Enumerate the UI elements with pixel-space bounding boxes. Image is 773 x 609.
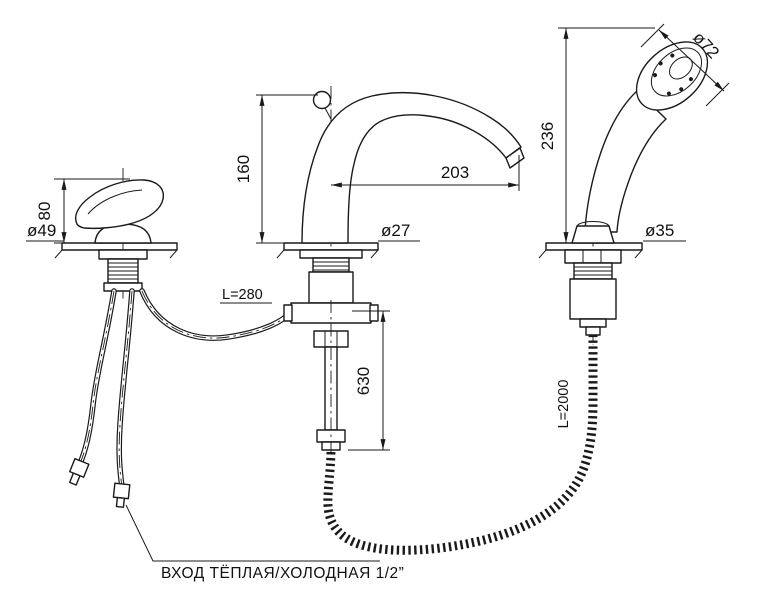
spout-body bbox=[301, 91, 522, 244]
left-mixer bbox=[74, 168, 165, 300]
spout-knob bbox=[312, 90, 332, 110]
hose280-centerline bbox=[141, 290, 292, 339]
dim-label-160: 160 bbox=[234, 155, 253, 183]
hex-facets bbox=[582, 250, 602, 263]
dia-label-35: ø35 bbox=[645, 221, 674, 240]
spout-flange bbox=[299, 249, 363, 259]
corrugated-hose bbox=[323, 330, 598, 555]
deck-plate-right bbox=[545, 242, 643, 251]
spout bbox=[283, 86, 525, 462]
dim-label-203: 203 bbox=[441, 163, 469, 182]
spout-shank-threads bbox=[313, 261, 349, 271]
deck-plate-left bbox=[61, 242, 178, 251]
dia-label-27: ø27 bbox=[381, 221, 410, 240]
knob-stem bbox=[324, 107, 332, 120]
deck-break-ticks bbox=[54, 249, 643, 259]
shower-hex-nut bbox=[564, 249, 622, 264]
shower-shank-threads bbox=[574, 266, 612, 276]
label-hose-2000: L=2000 bbox=[556, 380, 572, 429]
shower-under-body bbox=[569, 278, 617, 320]
tee-cap-right bbox=[369, 304, 379, 322]
dim-label-236: 236 bbox=[538, 122, 557, 150]
shower-hose-nipple bbox=[585, 326, 601, 336]
labels: 80 ø49 160 203 ø27 236 ø72 ø35 L=280 630… bbox=[27, 28, 723, 582]
inlet-note: ВХОД ТЁПЛАЯ/ХОЛОДНАЯ 1/2” bbox=[161, 565, 404, 582]
shank-threads bbox=[108, 262, 138, 280]
riser-nut-facets bbox=[324, 331, 338, 347]
inlet-leader bbox=[125, 504, 380, 562]
lever-contour bbox=[87, 189, 143, 215]
mixer-lever-handle bbox=[74, 179, 165, 230]
dimensions bbox=[26, 23, 730, 451]
mixer-flange bbox=[98, 249, 148, 260]
supply-hoses bbox=[68, 288, 294, 508]
spout-under-body bbox=[308, 271, 354, 304]
hose2-centerline bbox=[118, 290, 133, 488]
holder-top bbox=[576, 221, 610, 227]
hand-shower bbox=[564, 41, 709, 345]
dia72-line bbox=[658, 29, 725, 92]
hose1-centerline bbox=[78, 290, 115, 467]
hose1-fitting bbox=[68, 457, 90, 486]
mixer-nut bbox=[103, 282, 143, 292]
shower-handle bbox=[584, 90, 667, 233]
dia72-extensions bbox=[640, 23, 730, 107]
label-hose-280: L=280 bbox=[222, 287, 263, 303]
spout-outlet bbox=[505, 147, 525, 169]
shower-hose bbox=[323, 330, 598, 555]
tee-cap-left bbox=[283, 304, 293, 322]
dim-label-630: 630 bbox=[354, 367, 373, 395]
inlet-leader-line bbox=[125, 504, 380, 562]
hose2-fitting bbox=[112, 482, 131, 508]
shower-hose-step bbox=[579, 318, 607, 328]
dim80-extensions bbox=[54, 178, 130, 244]
shower-holder bbox=[571, 225, 615, 244]
dim-label-80: 80 bbox=[35, 202, 54, 221]
dia-label-49: ø49 bbox=[27, 221, 56, 240]
dim160-extensions bbox=[256, 94, 318, 244]
